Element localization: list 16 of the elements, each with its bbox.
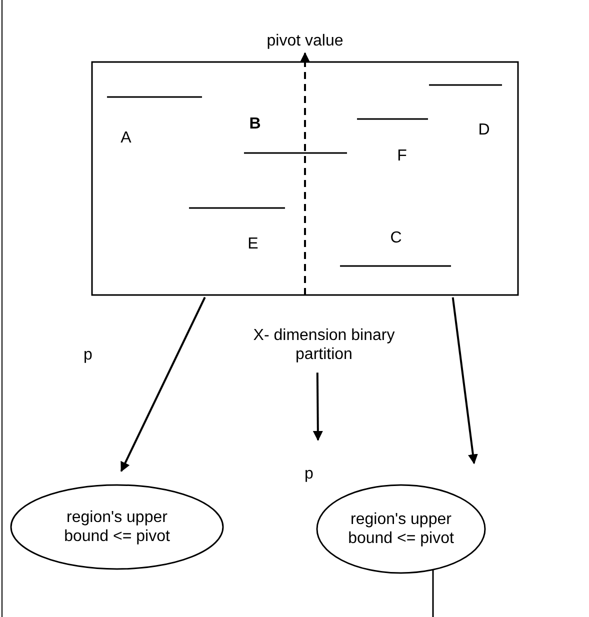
arrow bbox=[300, 52, 310, 295]
pivot-letter: p bbox=[84, 346, 92, 364]
caption-text: pivot value bbox=[266, 32, 344, 50]
segment-label: B bbox=[249, 114, 261, 134]
caption-text: X- dimension binary partition bbox=[252, 326, 396, 364]
segment-label: C bbox=[390, 228, 402, 248]
arrow bbox=[312, 372, 323, 441]
segment-label: D bbox=[478, 120, 490, 140]
segment-label: A bbox=[120, 128, 132, 148]
arrow bbox=[120, 296, 206, 472]
segment-label: E bbox=[248, 234, 258, 254]
arrow bbox=[452, 297, 478, 464]
pivot-letter: p bbox=[304, 464, 314, 484]
segment-label: F bbox=[397, 146, 407, 166]
region-condition-text: region's upper bound <= pivot bbox=[347, 510, 455, 548]
region-condition-text: region's upper bound <= pivot bbox=[63, 508, 171, 546]
